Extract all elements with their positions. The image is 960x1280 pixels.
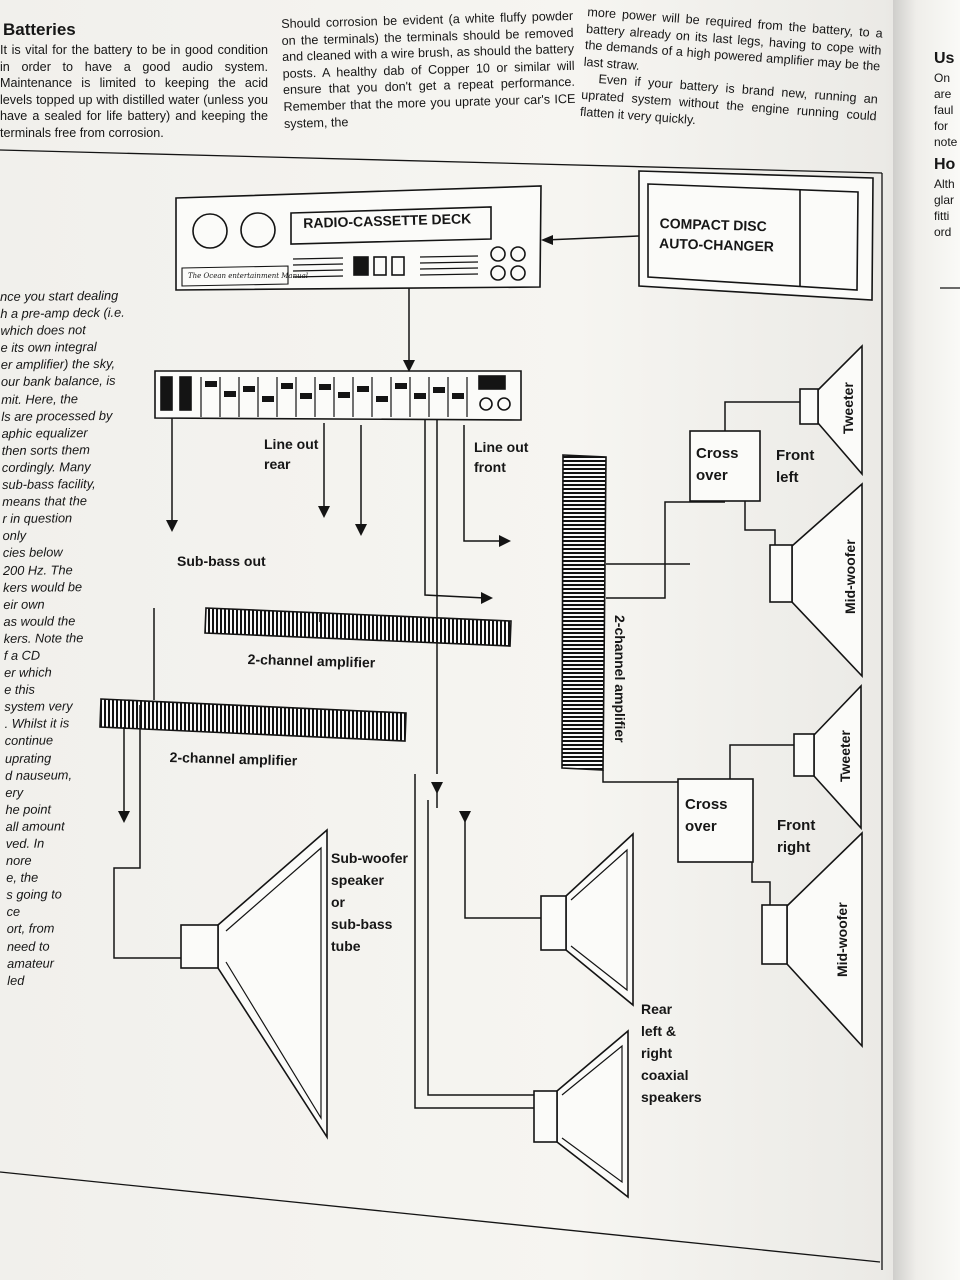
front-right-label: Front right [777,817,816,856]
next-page-line: faul [934,103,954,117]
radio-cassette-deck [175,185,542,291]
arrow-rear-in-2 [459,811,471,823]
tweeter-right-speaker [793,684,862,831]
crossover-box-right [677,778,754,863]
arrow-subbass-out [166,520,178,532]
next-page-heading-2: Ho [934,156,956,173]
midwoofer-left-label: Mid-woofer [842,539,858,614]
amplifier-vertical-label: 2-channel amplifier [612,615,628,743]
amplifier-upper-label: 2-channel amplifier [247,650,376,671]
midwoofer-left-speaker [769,482,863,679]
deck-brand-label: The Ocean entertainment Manual [188,272,309,280]
arrowheads [118,235,553,823]
next-page-line: for [934,119,949,133]
arrow-rear-out-1 [318,506,330,518]
tweeter-left-speaker [799,344,863,477]
arrow-deck-to-eq [403,360,415,372]
arrow-front-out-1 [499,535,511,547]
arrow-cd-to-deck [541,235,553,245]
batteries-heading: Batteries [3,20,76,39]
line-out-front-label: Line out front [474,439,529,475]
next-page-line: Alth [934,177,955,191]
arrow-amp-lower-out [118,811,130,823]
diagram-frame-top [0,149,883,174]
graphic-equalizer [154,370,522,421]
next-page-line: are [934,87,952,101]
tweeter-right-label: Tweeter [837,730,853,782]
next-page-heading-1: Us [934,50,955,67]
next-page-line: ord [934,225,952,239]
rear-speaker-upper [540,832,634,1007]
signal-wires [113,235,800,1109]
next-page-line: glar [934,193,955,207]
cd-changer-label: COMPACT DISC AUTO-CHANGER [658,214,775,255]
rear-speaker-lower [533,1029,629,1199]
arrow-front-out-2 [481,592,493,604]
arrow-rear-out-2 [355,524,367,536]
midwoofer-right-speaker [761,831,863,1049]
subwoofer-label: Sub-woofer speaker or sub-bass tube [331,850,408,954]
front-left-label: Front left [776,447,815,486]
midwoofer-right-label: Mid-woofer [834,902,850,977]
amplifier-vertical [561,454,607,771]
tweeter-left-label: Tweeter [840,382,856,434]
arrow-rear-in-1 [431,782,443,794]
compact-disc-autochanger [638,170,874,301]
batteries-paragraph: It is vital for the battery to be in goo… [0,43,268,140]
sub-bass-out-label: Sub-bass out [177,553,266,569]
amplifier-upper [204,607,512,647]
next-page-line: note [934,135,958,149]
rear-speakers-label: Rear left & right coaxial speakers [641,1001,702,1105]
diagram-frame-bottom [0,1171,881,1263]
line-out-rear-label: Line out rear [264,436,319,472]
next-page-line: On [934,71,951,85]
crossover-right-label: Cross over [685,796,728,835]
crossover-left-label: Cross over [696,445,739,484]
subwoofer-speaker [180,828,328,1140]
next-page-column: Us On are faul for note Ho Alth glar fit… [934,48,960,240]
page-gutter [893,0,960,1280]
next-page-line: fitti [934,209,950,223]
amplifier-lower-label: 2-channel amplifier [169,748,298,769]
amplifier-lower [99,698,407,742]
